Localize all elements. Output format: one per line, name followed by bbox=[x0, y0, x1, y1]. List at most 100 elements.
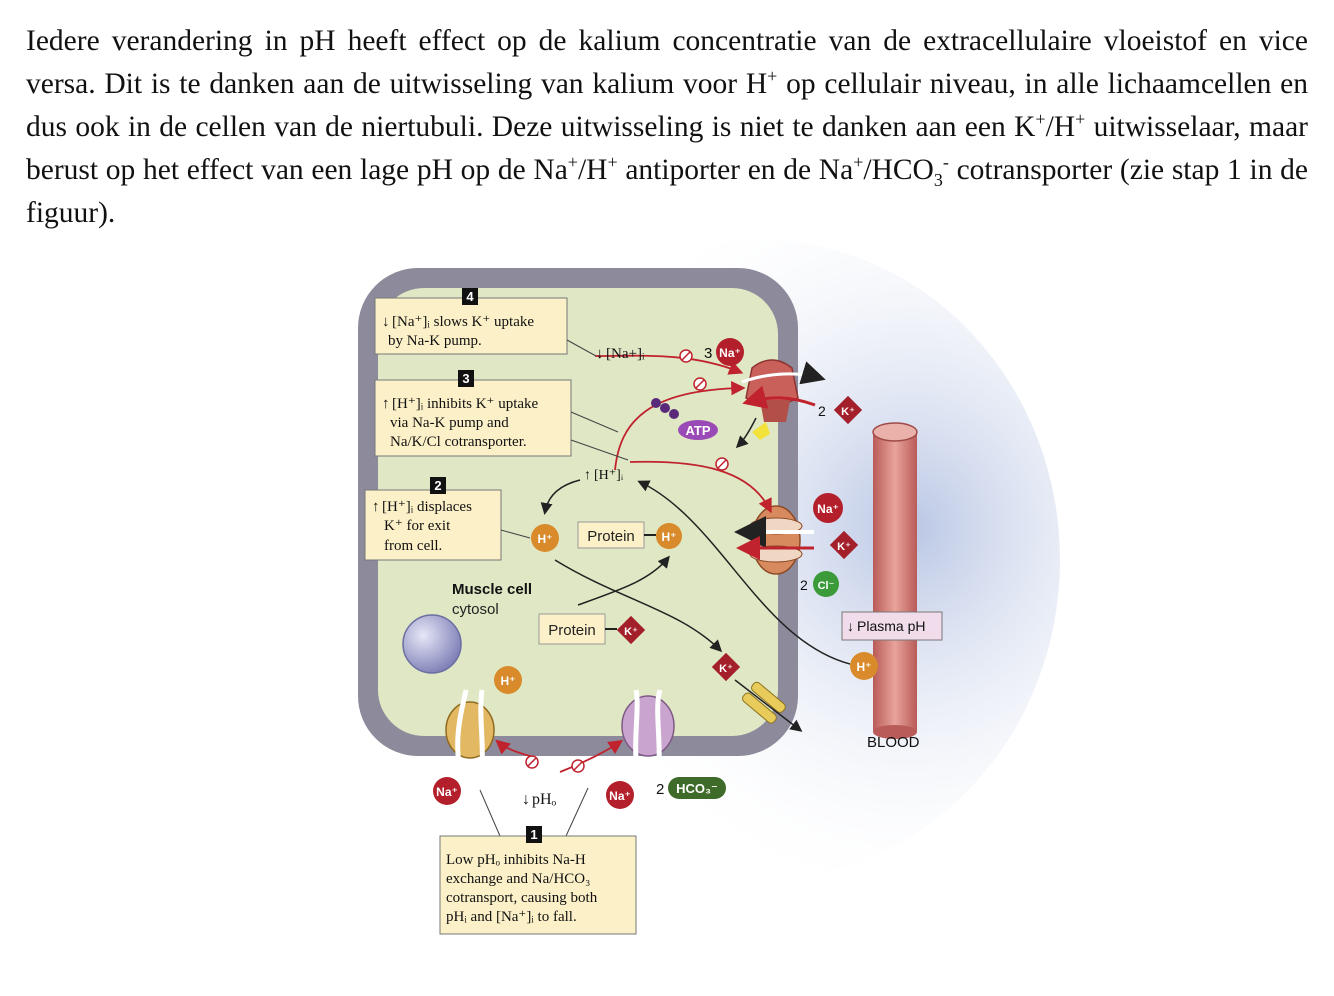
na-k-pump-base bbox=[760, 400, 790, 422]
k-ion: K⁺ bbox=[833, 395, 863, 425]
up-arrow-icon: ↑ bbox=[584, 468, 591, 483]
h-ion: H⁺ bbox=[531, 524, 559, 552]
superscript: + bbox=[853, 152, 864, 173]
plasma-ph-box bbox=[841, 611, 943, 641]
na-ion: Na⁺ bbox=[716, 338, 744, 366]
step4-badge bbox=[462, 288, 478, 305]
para-text: Iedere verandering in pH heeft effect op… bbox=[26, 25, 1308, 100]
step2-badge bbox=[430, 477, 446, 494]
na-i-label: [Na+]ᵢ bbox=[606, 346, 645, 362]
svg-text:Na⁺: Na⁺ bbox=[436, 785, 458, 799]
h-ion: H⁺ bbox=[656, 523, 682, 549]
na-inhibition-line bbox=[594, 354, 744, 375]
h-ion: H⁺ bbox=[494, 666, 522, 694]
step3-line2: via Na-K pump and bbox=[390, 415, 509, 431]
vessel-bottom bbox=[873, 725, 917, 739]
k-ion: K⁺ bbox=[829, 530, 859, 560]
step2-line2: K⁺ for exit bbox=[384, 518, 451, 534]
cytosol-label: cytosol bbox=[452, 601, 499, 618]
h-ion: H⁺ bbox=[850, 652, 878, 680]
superscript: - bbox=[942, 152, 949, 173]
step2-box bbox=[364, 489, 502, 561]
para-text: op cellulair niveau, in alle lichaamcell… bbox=[26, 68, 1308, 143]
muscle-cell-label: Muscle cell bbox=[452, 581, 532, 598]
protein-label: Protein bbox=[587, 528, 635, 545]
blood-label: BLOOD bbox=[867, 734, 920, 751]
step2-line3: from cell. bbox=[384, 538, 442, 554]
k-ion: K⁺ bbox=[616, 615, 646, 645]
para-text: /HCO bbox=[863, 154, 934, 186]
svg-text:HCO₃⁻: HCO₃⁻ bbox=[676, 781, 718, 796]
svg-text:K⁺: K⁺ bbox=[624, 626, 638, 638]
atp-badge bbox=[678, 420, 718, 440]
protein-label: Protein bbox=[548, 622, 596, 639]
step1-box bbox=[439, 835, 637, 935]
step1-line4: pHᵢ and [Na⁺]ᵢ to fall. bbox=[446, 909, 577, 925]
para-text: cotransporter (zie stap 1 in de figuur). bbox=[26, 154, 1309, 229]
na-hco3-cotransporter bbox=[621, 695, 675, 757]
k-channel bbox=[742, 681, 786, 724]
step3-box bbox=[374, 379, 572, 457]
cl-coefficient: 2 bbox=[800, 577, 808, 593]
blood-vessel bbox=[873, 432, 917, 732]
down-arrow-icon: ↓ bbox=[522, 791, 530, 808]
na-h-arrow bbox=[455, 689, 469, 781]
intro-paragraph: Iedere verandering in pH heeft effect op… bbox=[26, 20, 1308, 235]
superscript: + bbox=[567, 152, 578, 173]
superscript: + bbox=[607, 152, 618, 173]
para-text: uitwisselaar, maar berust op het effect … bbox=[26, 111, 1308, 186]
up-arrow-icon: ↑ bbox=[382, 396, 390, 412]
svg-text:K⁺: K⁺ bbox=[719, 663, 733, 675]
up-arrow-icon: ↑ bbox=[372, 499, 380, 515]
down-arrow-icon: ↓ bbox=[847, 618, 854, 634]
energy-spark bbox=[752, 422, 770, 440]
step4-line2: by Na-K pump. bbox=[388, 333, 482, 349]
k-coefficient: 2 bbox=[818, 403, 826, 419]
superscript: + bbox=[767, 66, 778, 87]
step1-line1: Low pHₒ inhibits Na-H bbox=[446, 852, 586, 868]
step3-line1: [H⁺]ᵢ inhibits K⁺ uptake bbox=[392, 396, 539, 412]
svg-text:H⁺: H⁺ bbox=[501, 674, 516, 688]
atp-molecule: ATP bbox=[651, 398, 718, 440]
superscript: + bbox=[1075, 109, 1086, 130]
step4-line1: [Na⁺]ᵢ slows K⁺ uptake bbox=[392, 314, 534, 330]
vessel-opening bbox=[872, 422, 918, 442]
svg-text:Na⁺: Na⁺ bbox=[719, 346, 741, 360]
svg-text:Na⁺: Na⁺ bbox=[817, 502, 839, 516]
cl-ion: Cl⁻ bbox=[813, 571, 839, 597]
nakcl-cotransporter bbox=[751, 505, 801, 575]
svg-text:H⁺: H⁺ bbox=[538, 532, 553, 546]
h-inhibition-line bbox=[614, 381, 746, 471]
nucleus bbox=[402, 614, 462, 674]
step4-box bbox=[374, 297, 568, 355]
step1-number: 1 bbox=[530, 827, 537, 842]
hco3-coefficient: 2 bbox=[656, 781, 664, 798]
na-h-exchanger bbox=[445, 701, 495, 759]
na-ion: Na⁺ bbox=[606, 781, 634, 809]
svg-text:K⁺: K⁺ bbox=[841, 406, 855, 418]
na-ion: Na⁺ bbox=[813, 493, 843, 523]
step1-badge bbox=[526, 826, 542, 843]
down-arrow-icon: ↓ bbox=[596, 346, 604, 362]
down-arrow-icon: ↓ bbox=[382, 314, 390, 330]
superscript: + bbox=[1035, 109, 1046, 130]
svg-text:H⁺: H⁺ bbox=[662, 530, 677, 544]
hco3-ion: HCO₃⁻ bbox=[668, 777, 726, 799]
step3-line3: Na/K/Cl cotransporter. bbox=[390, 434, 527, 450]
ph-o-label: pHₒ bbox=[532, 791, 557, 808]
svg-text:Na⁺: Na⁺ bbox=[609, 789, 631, 803]
na-ion: Na⁺ bbox=[433, 777, 461, 805]
para-text: /H bbox=[577, 154, 608, 186]
step3-number: 3 bbox=[462, 371, 469, 386]
protein-k-box bbox=[538, 613, 606, 645]
svg-text:Cl⁻: Cl⁻ bbox=[818, 580, 835, 592]
plasma-ph-label: Plasma pH bbox=[857, 618, 925, 634]
step4-number: 4 bbox=[466, 289, 474, 304]
atp-label: ATP bbox=[685, 423, 710, 438]
para-text: /H bbox=[1045, 111, 1076, 143]
step1-line3: cotransport, causing both bbox=[446, 890, 598, 906]
subscript: 3 bbox=[933, 169, 943, 190]
k-ion: K⁺ bbox=[711, 652, 741, 682]
h-i-label: [H⁺]ᵢ bbox=[594, 468, 624, 483]
